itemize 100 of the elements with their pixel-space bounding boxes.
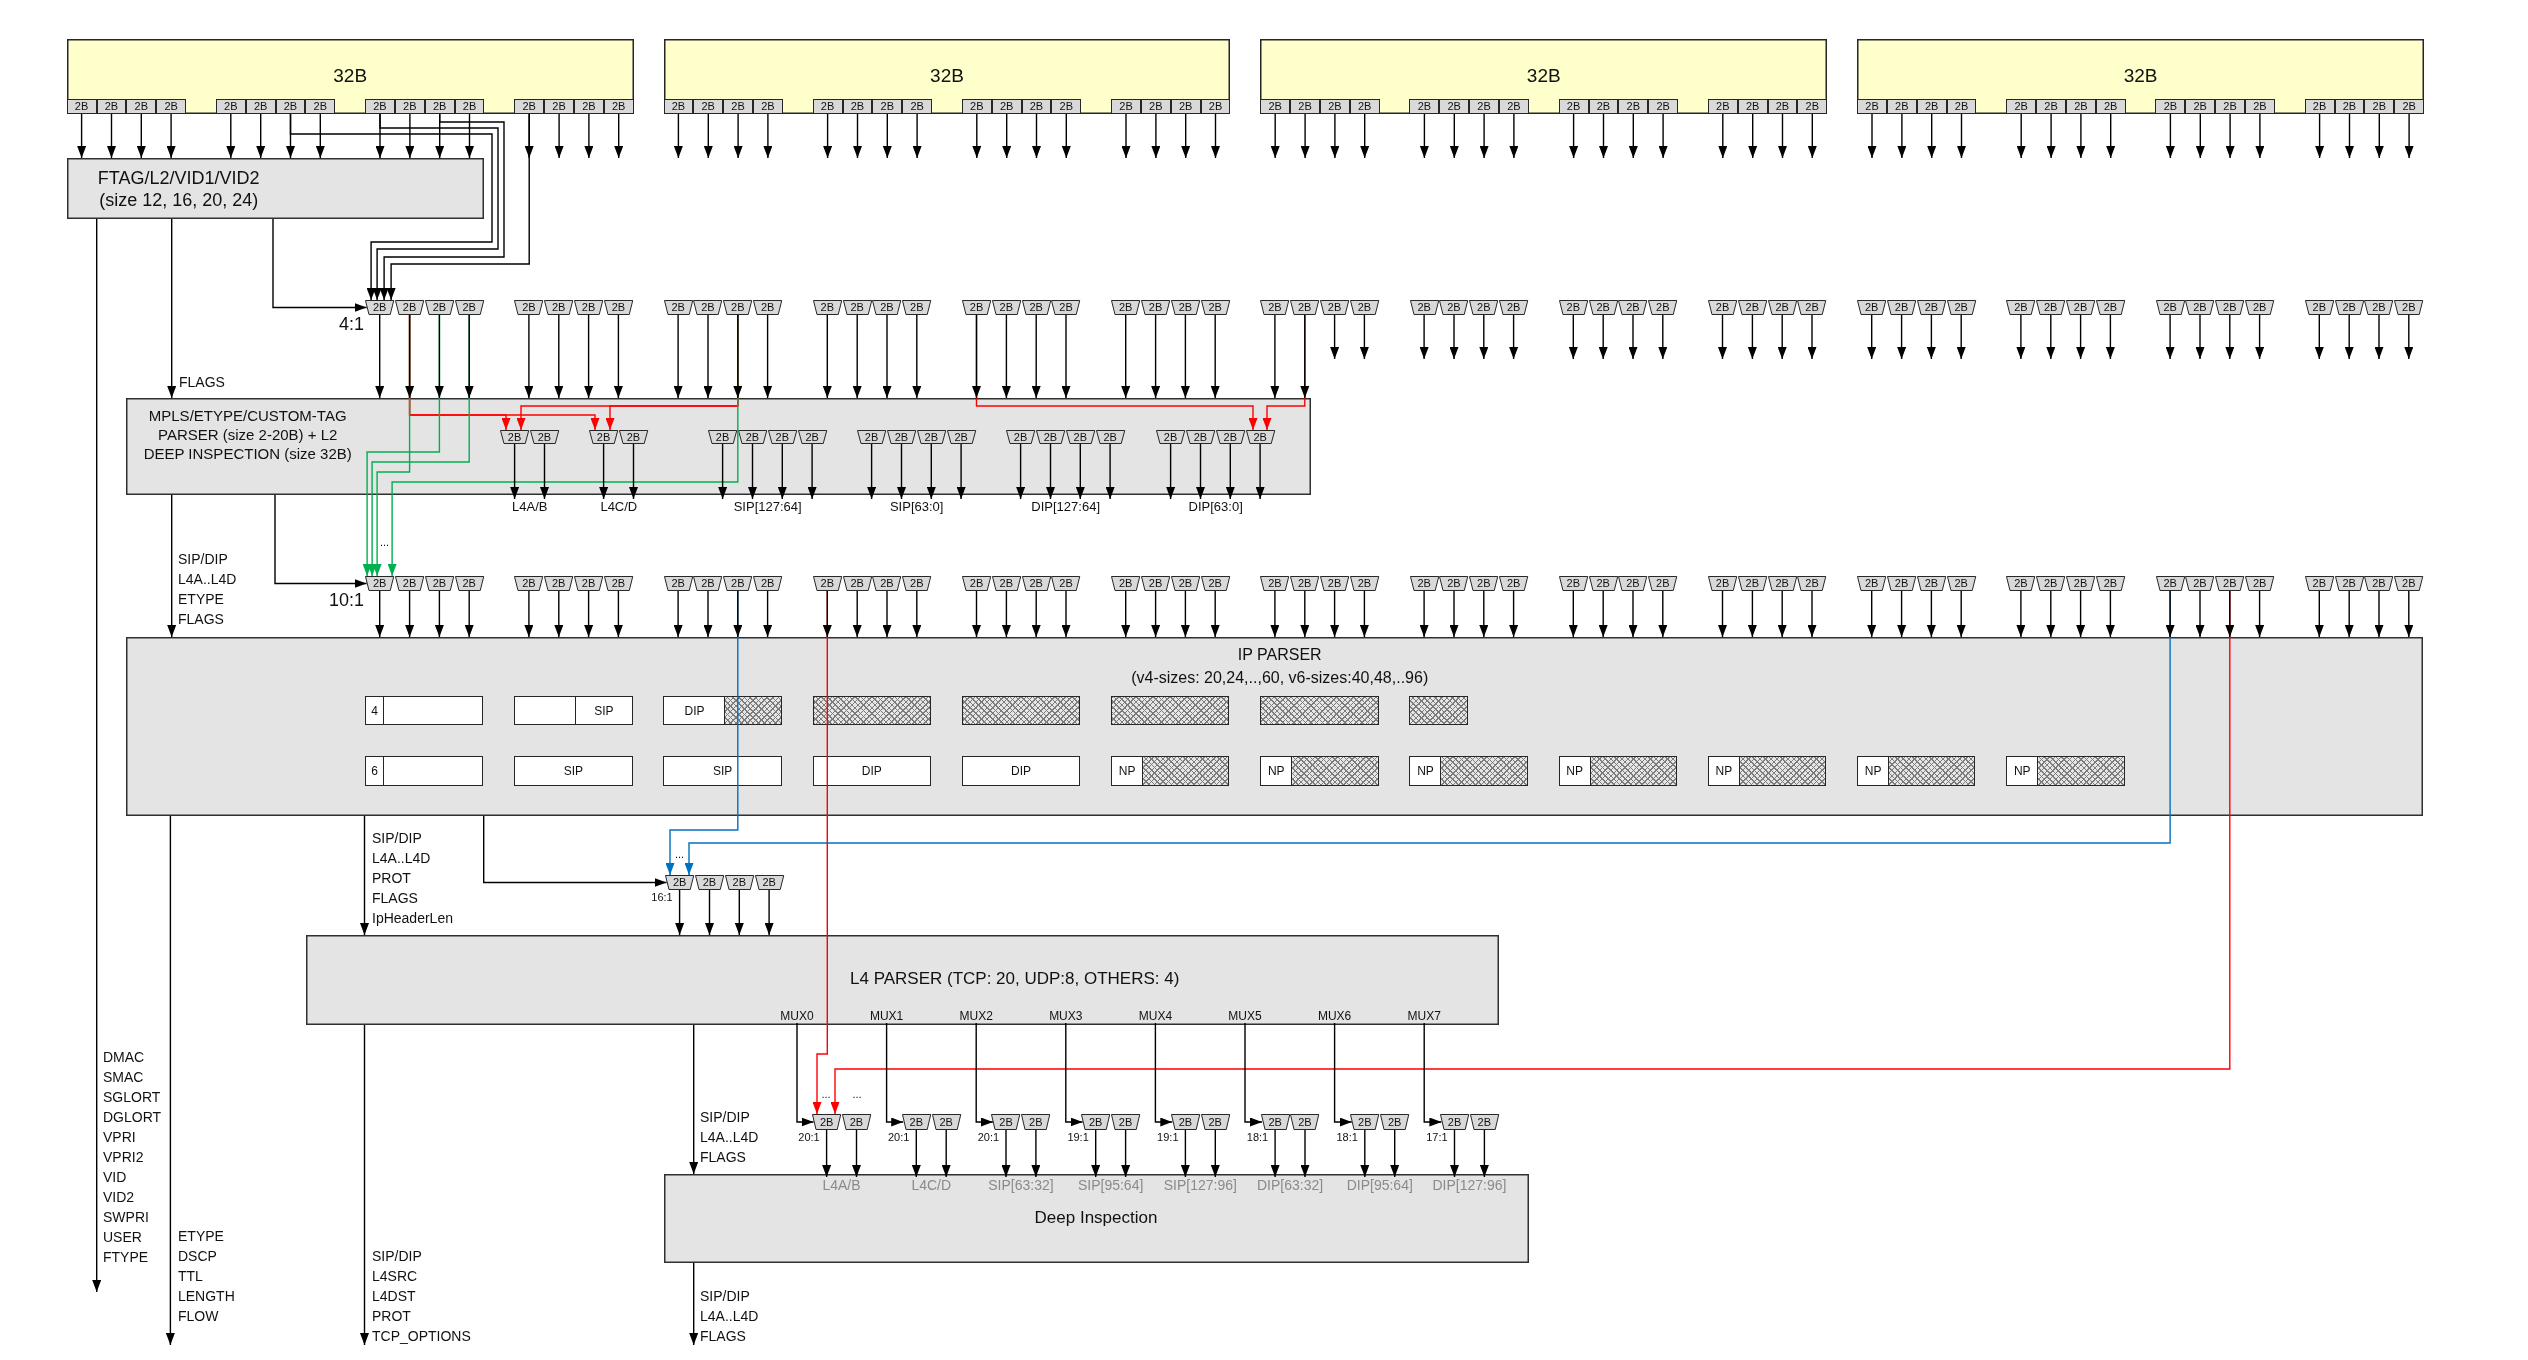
field-label: DIP — [1011, 765, 1032, 777]
arrow — [1423, 1022, 1443, 1127]
arrow — [1001, 590, 1011, 638]
arrow — [289, 113, 493, 301]
multiplexer: 2B — [1558, 300, 1588, 315]
arrow — [2315, 113, 2325, 159]
byte-slot: 2B — [1737, 99, 1768, 114]
multiplexer: 2B — [693, 576, 723, 591]
arrow — [2195, 113, 2205, 159]
multiplexer: 2B — [1350, 1114, 1380, 1130]
ratio-label: 18:1 — [1246, 1131, 1269, 1143]
arrow — [2345, 113, 2354, 159]
byte-slot: 2B — [2036, 99, 2066, 114]
multiplexer: 2B — [1886, 576, 1917, 591]
arrow — [1867, 314, 1877, 360]
field-label: DIP[63:32] — [1256, 1177, 1324, 1194]
multiplexer: 2B — [2215, 576, 2245, 591]
multiplexer: 2B — [618, 430, 649, 444]
multiplexer: 2B — [1499, 576, 1529, 591]
parser-box — [306, 935, 1499, 1025]
field-label: SIP — [594, 704, 614, 717]
arrow — [167, 218, 177, 399]
arrow — [2314, 590, 2324, 638]
arrow — [972, 113, 982, 159]
arrow — [1718, 113, 1728, 159]
arrow — [2225, 314, 2235, 360]
multiplexer: 2B — [2095, 300, 2126, 315]
multiplexer: 2B — [1618, 300, 1648, 315]
arrow — [1658, 314, 1668, 360]
field-box — [1857, 756, 1976, 786]
arrow — [1330, 314, 1340, 360]
multiplexer: 2B — [2215, 300, 2245, 315]
field-box — [1111, 756, 1230, 786]
arrow — [405, 314, 415, 399]
block-label: 32B — [333, 65, 368, 87]
byte-slot: 2B — [961, 99, 992, 114]
arrow — [92, 218, 102, 1293]
arrow — [763, 314, 773, 399]
multiplexer: 2B — [1065, 430, 1095, 444]
multiplexer: 2B — [1200, 1114, 1230, 1130]
byte-slot: 2B — [96, 99, 127, 114]
ratio-label: 20:1 — [798, 1131, 820, 1143]
byte-slot: 2B — [454, 99, 485, 114]
multiplexer: 2B — [2036, 300, 2066, 315]
arrow — [1390, 1129, 1400, 1178]
byte-slot: 2B — [603, 99, 634, 114]
arrow — [1270, 314, 1280, 399]
arrow — [1151, 590, 1161, 638]
byte-slot: 2B — [544, 99, 574, 114]
arrow — [912, 314, 922, 399]
field-box — [2006, 756, 2125, 786]
arrow — [1747, 590, 1757, 638]
arrow — [975, 1022, 994, 1127]
multiplexer: 2B — [753, 576, 783, 591]
data-block — [1857, 39, 2425, 114]
multiplexer: 2B — [1439, 300, 1469, 315]
arrow — [1300, 314, 1310, 399]
mux-label: MUX5 — [1228, 1009, 1262, 1023]
field-box — [1409, 696, 1469, 725]
field-label: 6 — [371, 765, 378, 777]
byte-slot: 2B — [1499, 99, 1529, 114]
arrow — [734, 889, 744, 936]
multiplexer: 2B — [1290, 300, 1320, 315]
arrow — [882, 113, 892, 159]
arrow — [1807, 314, 1817, 360]
arrow — [465, 113, 474, 159]
arrow — [1121, 314, 1131, 399]
arrow — [689, 1262, 699, 1346]
byte-slot: 2B — [723, 99, 753, 114]
arrow — [1180, 590, 1190, 638]
multiplexer: 2B — [2304, 300, 2334, 315]
arrow — [1151, 113, 1161, 159]
byte-slot: 2B — [2095, 99, 2126, 114]
multiplexer: 2B — [1021, 1114, 1051, 1130]
field-label: L4A/B — [811, 1177, 872, 1194]
arrow — [1210, 1129, 1220, 1178]
byte-slot: 2B — [1558, 99, 1589, 114]
byte-slot: 2B — [573, 99, 604, 114]
arrow — [912, 590, 922, 638]
box-title: L4 PARSER (TCP: 20, UDP:8, OTHERS: 4) — [850, 967, 1180, 990]
arrow — [1568, 314, 1578, 360]
arrow — [2404, 314, 2414, 360]
byte-slot: 2B — [991, 99, 1022, 114]
arrow — [1196, 443, 1205, 500]
arrow — [941, 1129, 951, 1178]
multiplexer: 2B — [424, 300, 454, 315]
arrow — [673, 590, 683, 638]
arrow — [1479, 314, 1489, 360]
arrow — [256, 113, 266, 159]
arrow — [1778, 113, 1787, 159]
byte-slot: 2B — [1648, 99, 1679, 114]
multiplexer: 2B — [1170, 576, 1200, 591]
multiplexer: 2B — [1170, 1114, 1201, 1130]
arrow — [1419, 113, 1429, 159]
multiplexer: 2B — [1916, 576, 1946, 591]
byte-slot: 2B — [1767, 99, 1798, 114]
multiplexer: 2B — [2065, 576, 2096, 591]
multiplexer: 2B — [665, 875, 695, 890]
box-title: Deep Inspection — [1034, 1207, 1158, 1229]
arrow — [1450, 1129, 1459, 1178]
